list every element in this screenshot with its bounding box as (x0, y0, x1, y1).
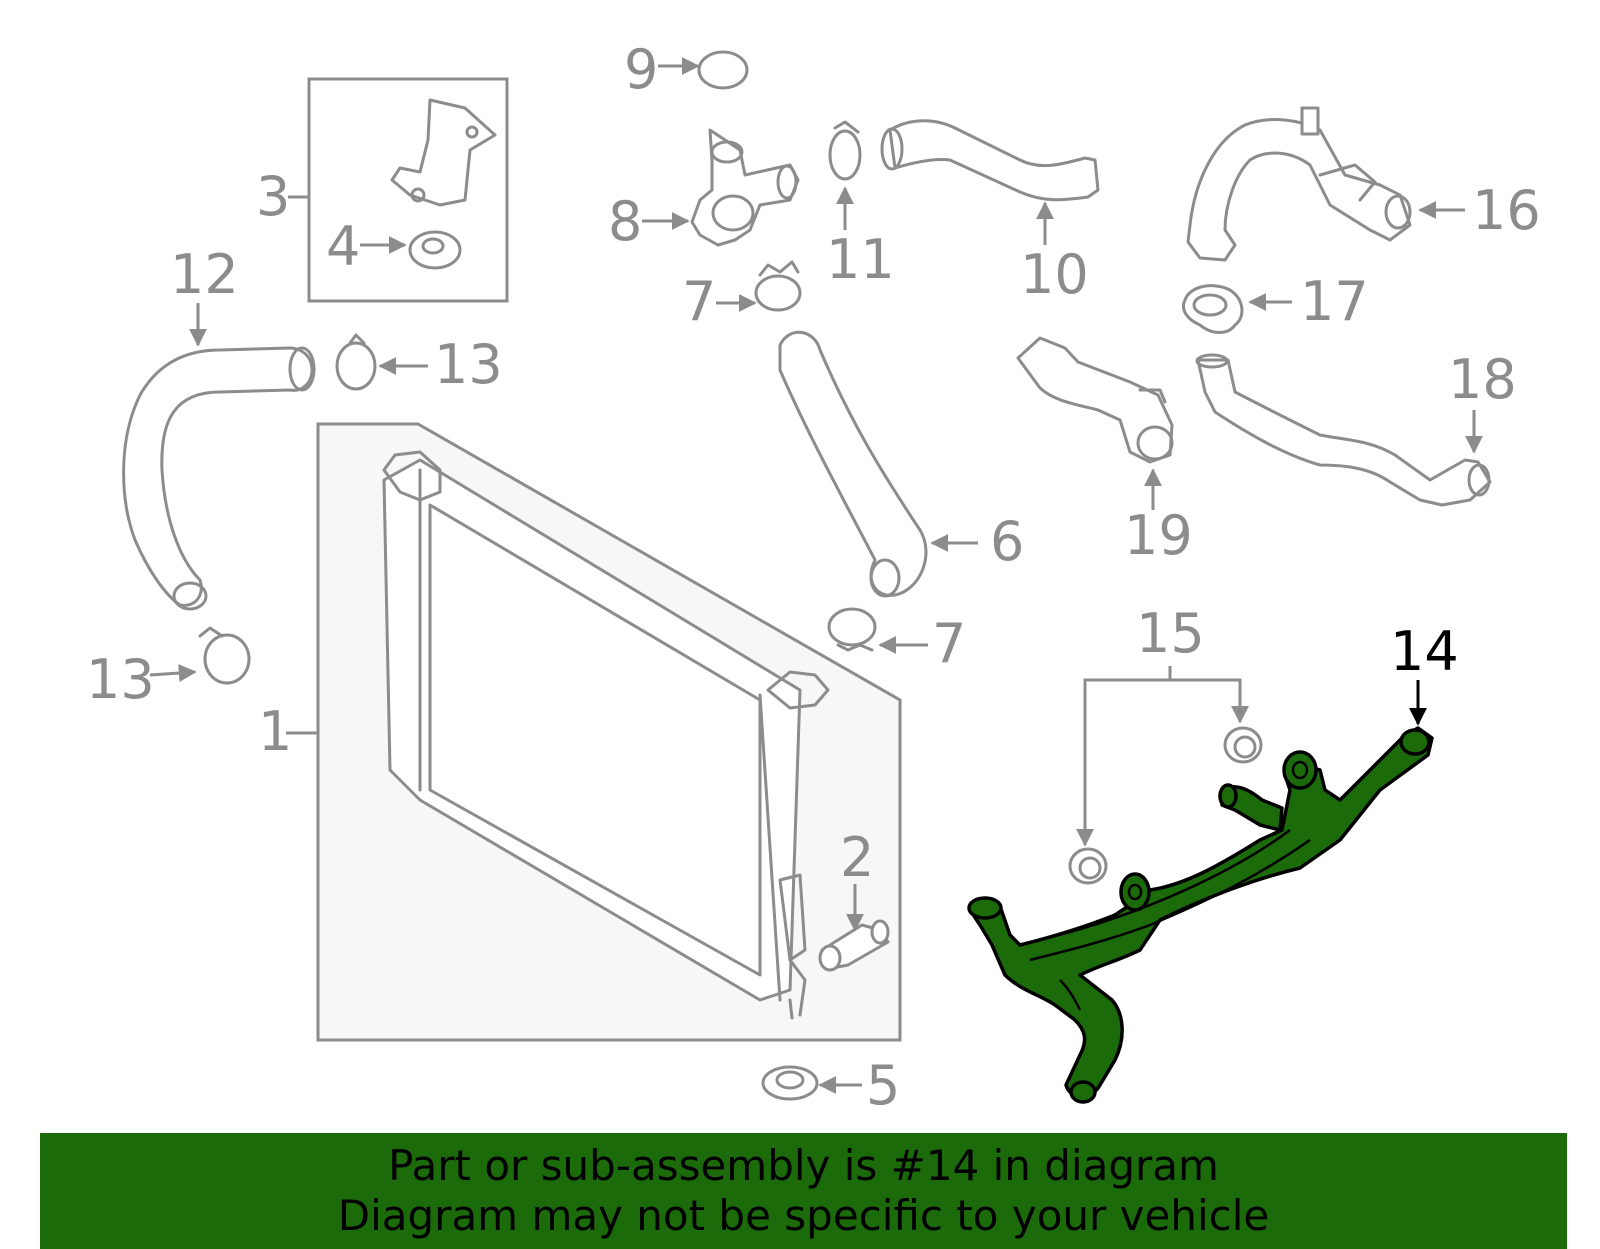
callout-2: 2 (840, 826, 874, 889)
o-ring-part-15a[interactable] (1223, 726, 1263, 764)
banner-line-2: Diagram may not be specific to your vehi… (337, 1191, 1270, 1240)
hose-part-12[interactable] (122, 346, 316, 611)
seal-part-5[interactable] (761, 1065, 819, 1101)
info-banner: Part or sub-assembly is #14 in diagram D… (40, 1133, 1567, 1249)
callout-11: 11 (826, 228, 895, 291)
o-ring-part-15b[interactable] (1068, 847, 1108, 885)
callout-7b: 7 (932, 612, 966, 675)
callout-7a: 7 (682, 270, 716, 333)
callout-8: 8 (608, 190, 642, 253)
hose-part-6[interactable] (778, 330, 928, 598)
callout-6: 6 (990, 510, 1024, 573)
callout-3: 3 (256, 165, 290, 228)
clamp-part-13b[interactable] (198, 626, 251, 685)
clamp-part-7b[interactable] (827, 607, 877, 652)
callout-12: 12 (170, 243, 239, 306)
gasket-part-17[interactable] (1182, 284, 1244, 334)
callout-16: 16 (1472, 179, 1541, 242)
hose-part-10[interactable] (880, 119, 1100, 202)
hose-part-19[interactable] (1016, 336, 1174, 464)
callout-10: 10 (1020, 243, 1089, 306)
thermostat-housing-part-8[interactable] (690, 128, 800, 247)
callout-15: 15 (1136, 602, 1205, 665)
water-pipe-part-14[interactable] (967, 726, 1434, 1104)
clamp-part-13a[interactable] (335, 333, 377, 391)
callout-4: 4 (326, 215, 360, 278)
banner-line-1: Part or sub-assembly is #14 in diagram (388, 1141, 1219, 1190)
callout-17: 17 (1300, 270, 1369, 333)
cap-part-9[interactable] (697, 50, 749, 90)
callout-19: 19 (1124, 504, 1193, 567)
clamp-part-11[interactable] (828, 120, 862, 181)
bracket-kit[interactable] (307, 77, 509, 303)
callout-5: 5 (866, 1054, 900, 1117)
callout-9: 9 (624, 38, 658, 101)
heater-pipe-part-16[interactable] (1186, 106, 1412, 262)
clamp-part-7a[interactable] (754, 260, 802, 312)
callout-13a: 13 (434, 333, 503, 396)
callout-14: 14 (1390, 620, 1459, 683)
callout-18: 18 (1448, 348, 1517, 411)
radiator-assembly[interactable] (316, 422, 902, 1042)
hose-part-18[interactable] (1195, 353, 1492, 507)
callout-13b: 13 (86, 648, 155, 711)
